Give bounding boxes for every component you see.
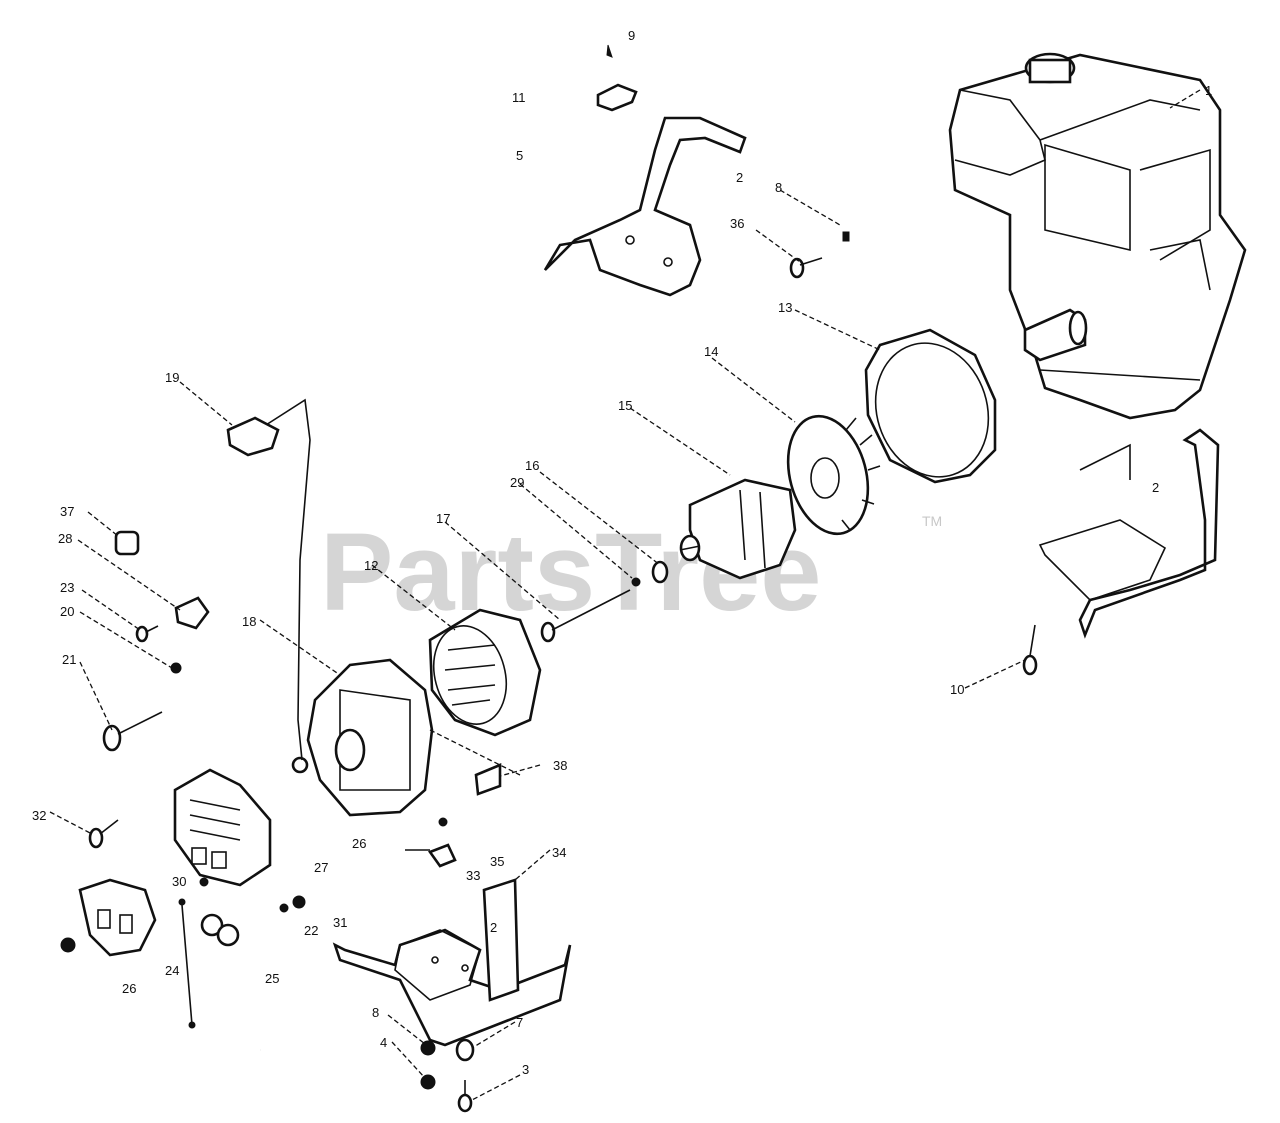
rotor-part: [679, 478, 797, 580]
callout-21: 21: [62, 652, 76, 667]
callout-10: 10: [950, 682, 964, 697]
callout-32: 32: [32, 808, 46, 823]
callout-26-left: 26: [122, 981, 136, 996]
callout-33: 33: [466, 868, 480, 883]
nut-8-bottom: [420, 1040, 436, 1056]
callout-8-top: 8: [775, 180, 782, 195]
bolt-3: [457, 1080, 473, 1113]
callout-25: 25: [265, 971, 279, 986]
callout-31: 31: [333, 915, 347, 930]
through-bolt-17: [540, 589, 631, 643]
callout-24: 24: [165, 963, 179, 978]
callout-29: 29: [510, 475, 524, 490]
callout-27: 27: [314, 860, 328, 875]
callout-35: 35: [490, 854, 504, 869]
callout-19: 19: [165, 370, 179, 385]
callout-8-bottom: 8: [372, 1005, 379, 1020]
callout-1: 1: [1205, 83, 1212, 98]
washer-20: [170, 662, 182, 674]
bolt-10: [1022, 624, 1038, 676]
part-19: [226, 416, 280, 457]
bolt-32: [88, 819, 119, 849]
washer-29: [631, 577, 641, 587]
callout-15: 15: [618, 398, 632, 413]
stator-part: [428, 608, 542, 737]
callout-23: 23: [60, 580, 74, 595]
callout-12: 12: [364, 558, 378, 573]
callout-16: 16: [525, 458, 539, 473]
callout-14: 14: [704, 344, 718, 359]
callout-2-top: 2: [736, 170, 743, 185]
screw-9: [606, 44, 613, 58]
callout-28: 28: [58, 531, 72, 546]
callout-18: 18: [242, 614, 256, 629]
callout-34: 34: [552, 845, 566, 860]
fan-part: [786, 414, 881, 536]
nut-8-top: [842, 231, 850, 242]
nut-30: [199, 877, 209, 887]
wire-24: [181, 904, 193, 1026]
base-bracket-bottom: [332, 878, 572, 1047]
part-38: [474, 763, 502, 796]
callout-26-center: 26: [352, 836, 366, 851]
wire-part: [254, 398, 311, 761]
receptacle-25: [200, 913, 240, 947]
engine-part: [948, 52, 1247, 420]
part-37: [114, 530, 140, 556]
nut-small: [60, 937, 76, 953]
callout-2-bottom: 2: [490, 920, 497, 935]
callout-4: 4: [380, 1035, 387, 1050]
handle-bracket-right: [1038, 428, 1220, 639]
end-housing-part: [291, 658, 434, 851]
part-28: [174, 596, 210, 630]
callout-17: 17: [436, 511, 450, 526]
bolt-21: [102, 711, 163, 752]
callout-13: 13: [778, 300, 792, 315]
callout-5: 5: [516, 148, 523, 163]
clip-part: [596, 83, 638, 112]
nut-4: [420, 1074, 436, 1090]
callout-22: 22: [304, 923, 318, 938]
watermark-trademark: TM: [922, 513, 942, 529]
callout-2-right: 2: [1152, 480, 1159, 495]
callout-38: 38: [553, 758, 567, 773]
handle-bracket-top: [543, 116, 747, 297]
callout-11: 11: [512, 90, 526, 105]
screw-23: [135, 625, 159, 643]
bolt-36: [789, 257, 823, 279]
receptacle-plate-26: [78, 878, 157, 957]
flywheel-housing-part: [864, 328, 997, 484]
callout-30: 30: [172, 874, 186, 889]
washer-16: [651, 560, 669, 584]
callout-7: 7: [516, 1015, 523, 1030]
part-22: [292, 895, 306, 909]
callout-20: 20: [60, 604, 74, 619]
callout-9: 9: [628, 28, 635, 43]
callout-36: 36: [730, 216, 744, 231]
callout-labels: 1 2 2 2 3 4 5 7 8 8 9 10 11 12 13 14 15 …: [32, 28, 1212, 1077]
callout-37: 37: [60, 504, 74, 519]
leader-lines: [49, 89, 1201, 1101]
callout-3: 3: [522, 1062, 529, 1077]
part-33: [427, 843, 457, 868]
control-panel-part: [173, 768, 272, 887]
part-7-bottom: [455, 1038, 475, 1062]
